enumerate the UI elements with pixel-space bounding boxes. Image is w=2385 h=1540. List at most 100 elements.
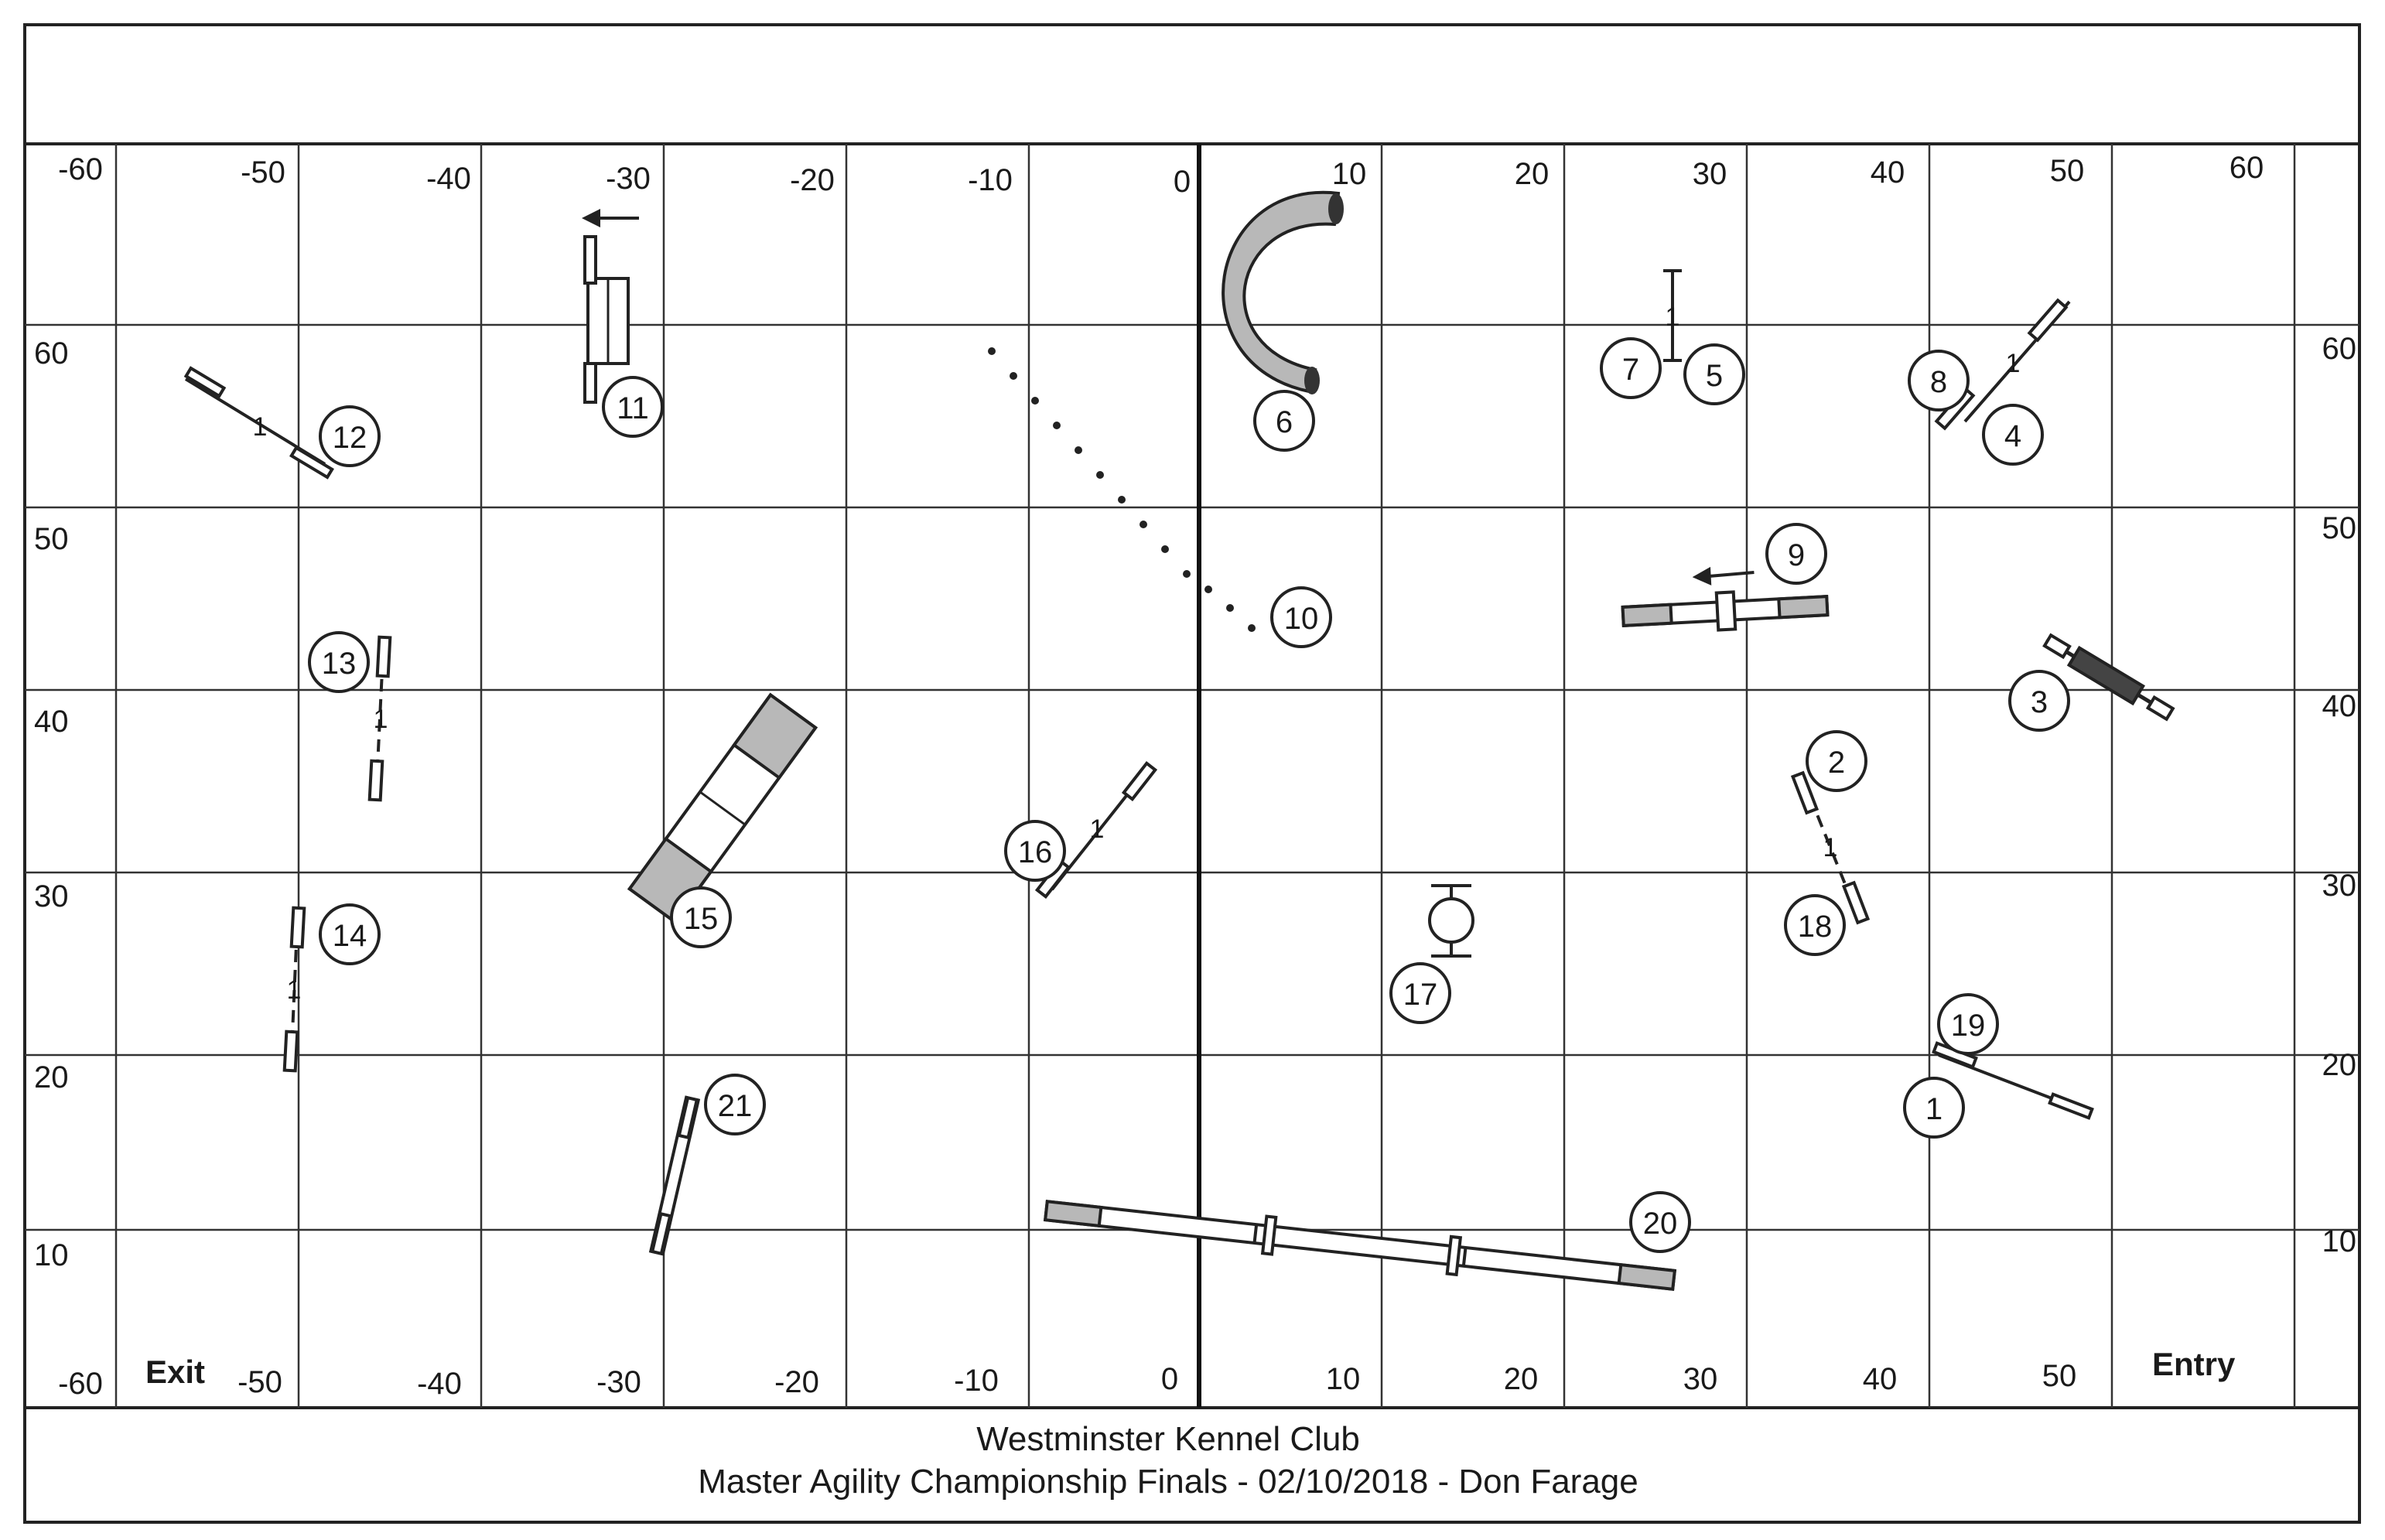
- marker-circle: [704, 1074, 766, 1135]
- marker-circle: [319, 405, 381, 467]
- marker-circle: [1389, 962, 1451, 1024]
- obstacle-number: 10: [1284, 602, 1319, 636]
- left-y-tick: 50: [34, 522, 69, 556]
- obstacle-marker-9: 9: [1765, 523, 1827, 585]
- marker-circle: [1683, 343, 1745, 405]
- jump-12-icon: 1: [183, 366, 334, 480]
- marker-circle: [319, 903, 381, 965]
- obstacle-marker-8: 8: [1908, 350, 1970, 411]
- svg-text:1: 1: [374, 705, 388, 734]
- tunnel-6-end-icon: [1328, 193, 1344, 224]
- entry-label: Entry: [2152, 1346, 2236, 1382]
- marker-circle: [1784, 894, 1846, 956]
- bottom-x-tick: 0: [1161, 1362, 1178, 1396]
- top-x-tick: -40: [426, 162, 471, 196]
- left-y-tick: 30: [34, 879, 69, 913]
- top-x-tick: 40: [1871, 155, 1905, 190]
- obstacle-number: 14: [333, 919, 367, 953]
- obstacle-number: 13: [322, 647, 357, 681]
- obstacle-number: 11: [617, 391, 649, 425]
- obstacle-21-icon: [648, 1095, 701, 1256]
- bottom-x-tick: -30: [596, 1365, 641, 1399]
- top-x-tick: 0: [1174, 165, 1191, 199]
- left-y-tick: 40: [34, 705, 69, 739]
- dotted-path-10: [988, 347, 1256, 632]
- dogwalk-20-icon: [1043, 1200, 1677, 1291]
- svg-text:1: 1: [287, 975, 302, 1005]
- marker-circle: [1004, 820, 1066, 882]
- obstacle-marker-3: 3: [2008, 670, 2070, 732]
- marker-circle: [308, 631, 370, 693]
- marker-circle: [602, 376, 664, 438]
- jump-13-icon: 1: [367, 635, 392, 802]
- obstacle-number: 3: [2031, 685, 2048, 719]
- top-x-tick: 30: [1693, 157, 1727, 191]
- left-y-tick: 60: [34, 336, 69, 370]
- bottom-x-tick: -10: [954, 1364, 999, 1398]
- bottom-x-tick: -60: [58, 1367, 103, 1401]
- right-y-tick: 60: [2322, 332, 2357, 366]
- obstacle-marker-1: 1: [1903, 1077, 1965, 1139]
- svg-text:1: 1: [2006, 349, 2021, 378]
- jump-16-icon: 1: [1034, 760, 1158, 900]
- bottom-x-tick: -50: [237, 1365, 282, 1399]
- obstacle-number: 16: [1018, 835, 1053, 869]
- obstacle-11-icon: [582, 209, 639, 404]
- bottom-x-tick: -40: [417, 1367, 462, 1401]
- tire-17-icon: [1428, 884, 1474, 958]
- top-x-tick: 10: [1332, 157, 1367, 191]
- tunnel-6-icon: [1222, 190, 1341, 394]
- right-y-tick: 10: [2322, 1224, 2357, 1258]
- obstacle-number: 4: [2004, 419, 2021, 453]
- obstacle-marker-15: 15: [670, 886, 732, 948]
- obstacle-number: 18: [1798, 910, 1833, 944]
- marker-circle: [1908, 350, 1970, 411]
- obstacle-marker-16: 16: [1004, 820, 1066, 882]
- bottom-x-tick: 50: [2042, 1359, 2077, 1393]
- obstacle-number: 19: [1951, 1009, 1986, 1043]
- marker-circle: [2008, 670, 2070, 732]
- top-x-tick: 50: [2050, 154, 2085, 188]
- obstacle-marker-13: 13: [308, 631, 370, 693]
- top-x-tick: -20: [790, 163, 835, 197]
- obstacle-number: 6: [1276, 405, 1293, 439]
- obstacle-number: 7: [1622, 353, 1639, 387]
- obstacle-number: 8: [1930, 365, 1947, 399]
- right-y-tick: 50: [2322, 511, 2357, 545]
- obstacle-number: 12: [333, 421, 367, 455]
- svg-text:1: 1: [1823, 833, 1838, 862]
- marker-circle: [1253, 390, 1315, 452]
- obstacle-marker-19: 19: [1937, 993, 1999, 1055]
- obstacle-marker-11: 11: [602, 376, 664, 438]
- svg-text:1: 1: [1666, 302, 1680, 332]
- tunnel-6-end-icon: [1304, 367, 1320, 394]
- top-x-tick: 60: [2230, 151, 2264, 185]
- svg-text:1: 1: [1090, 814, 1105, 844]
- top-x-tick: -60: [58, 152, 103, 186]
- marker-circle: [670, 886, 732, 948]
- obstacle-number: 9: [1788, 538, 1805, 572]
- obstacle-3-icon: [2042, 633, 2175, 722]
- marker-circle: [1600, 337, 1662, 399]
- marker-circle: [1937, 993, 1999, 1055]
- obstacle-marker-2: 2: [1806, 730, 1867, 792]
- top-x-tick: -50: [241, 155, 285, 190]
- marker-circle: [1982, 404, 2044, 466]
- bottom-x-tick: 30: [1683, 1362, 1718, 1396]
- jump-7-5-icon: 1: [1663, 269, 1682, 362]
- jump-14-icon: 1: [282, 906, 306, 1073]
- obstacle-marker-17: 17: [1389, 962, 1451, 1024]
- obstacle-number: 21: [718, 1089, 753, 1123]
- footer-club: Westminster Kennel Club: [976, 1420, 1360, 1458]
- teeter-9-icon: [1621, 566, 1830, 632]
- obstacle-marker-12: 12: [319, 405, 381, 467]
- obstacle-number: 1: [1925, 1092, 1943, 1126]
- bottom-x-tick: -20: [774, 1365, 819, 1399]
- bottom-x-tick: 10: [1326, 1362, 1361, 1396]
- marker-circle: [1629, 1191, 1691, 1253]
